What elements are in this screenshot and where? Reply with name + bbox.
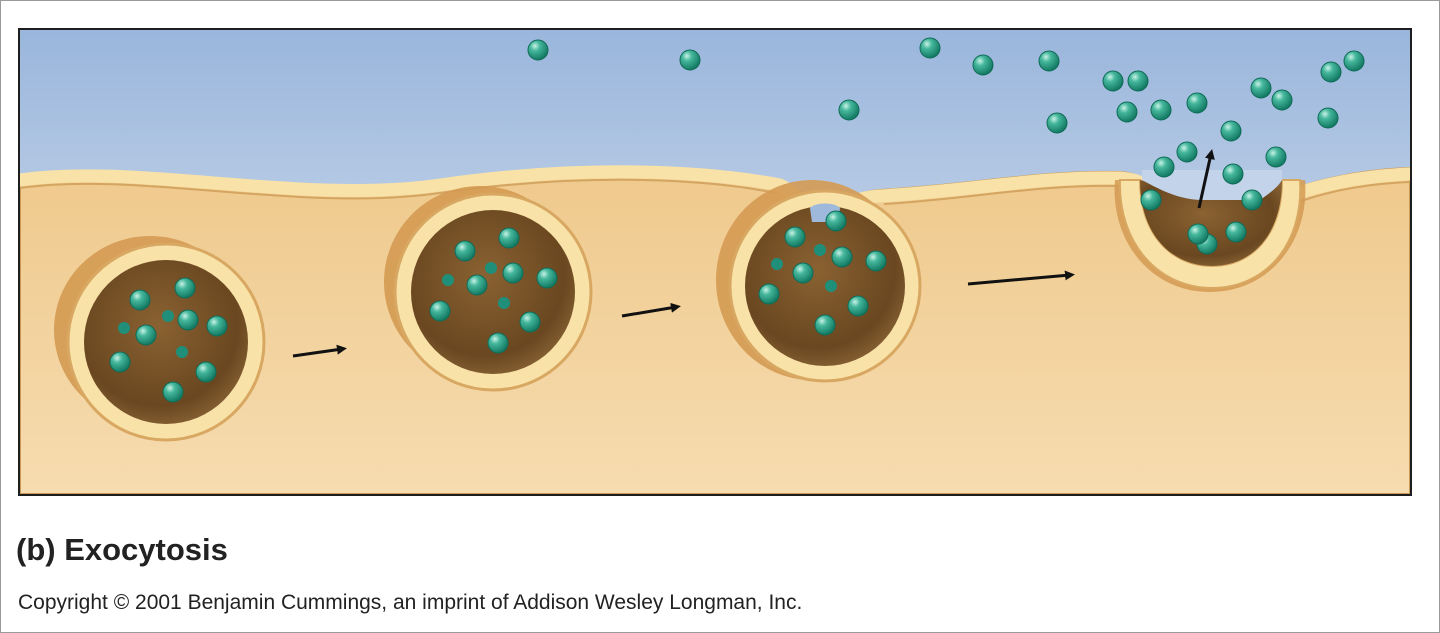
arrow-release-out	[1197, 149, 1215, 209]
molecule-small	[771, 258, 783, 270]
molecule	[466, 274, 488, 296]
molecule	[679, 49, 701, 71]
molecule	[847, 295, 869, 317]
molecule	[527, 39, 549, 61]
molecule	[129, 289, 151, 311]
molecule-small	[814, 244, 826, 256]
molecule-small	[176, 346, 188, 358]
molecule	[519, 311, 541, 333]
molecule	[1046, 112, 1068, 134]
molecule	[174, 277, 196, 299]
molecule-small	[162, 310, 174, 322]
molecule	[1127, 70, 1149, 92]
molecule	[972, 54, 994, 76]
molecule	[758, 283, 780, 305]
molecule	[825, 210, 847, 232]
molecule	[831, 246, 853, 268]
molecule	[498, 227, 520, 249]
molecule	[177, 309, 199, 331]
arrow-stage-1-to-2	[292, 344, 347, 358]
molecule	[1225, 221, 1247, 243]
molecule	[1320, 61, 1342, 83]
molecule	[135, 324, 157, 346]
molecule	[454, 240, 476, 262]
figure-caption: (b) Exocytosis	[16, 532, 228, 567]
molecule	[1102, 70, 1124, 92]
molecule	[1317, 107, 1339, 129]
molecule	[206, 315, 228, 337]
molecule	[1038, 50, 1060, 72]
molecule	[162, 381, 184, 403]
exocytosis-diagram	[18, 28, 1412, 496]
molecule	[1343, 50, 1365, 72]
molecule	[1176, 141, 1198, 163]
molecule	[1222, 163, 1244, 185]
molecule	[1250, 77, 1272, 99]
molecule	[1265, 146, 1287, 168]
molecule-small	[825, 280, 837, 292]
molecule-small	[498, 297, 510, 309]
molecule	[487, 332, 509, 354]
molecule	[838, 99, 860, 121]
arrow-stage-2-to-3	[621, 302, 681, 318]
molecule	[919, 37, 941, 59]
molecule-small	[118, 322, 130, 334]
molecule	[1271, 89, 1293, 111]
copyright-notice: Copyright © 2001 Benjamin Cummings, an i…	[18, 591, 803, 614]
molecule	[784, 226, 806, 248]
molecule	[1241, 189, 1263, 211]
molecule	[1116, 101, 1138, 123]
arrow-stage-3-to-4	[967, 270, 1075, 286]
molecule-small	[485, 262, 497, 274]
molecule	[1220, 120, 1242, 142]
molecule	[1150, 99, 1172, 121]
molecule	[1186, 92, 1208, 114]
molecule	[109, 351, 131, 373]
molecule	[1187, 223, 1209, 245]
molecule	[195, 361, 217, 383]
secretory-molecules	[109, 37, 1365, 403]
molecule	[536, 267, 558, 289]
molecule	[865, 250, 887, 272]
molecule-small	[442, 274, 454, 286]
molecule	[1140, 189, 1162, 211]
molecule	[1153, 156, 1175, 178]
molecule	[792, 262, 814, 284]
molecule	[429, 300, 451, 322]
molecule	[814, 314, 836, 336]
molecule	[502, 262, 524, 284]
